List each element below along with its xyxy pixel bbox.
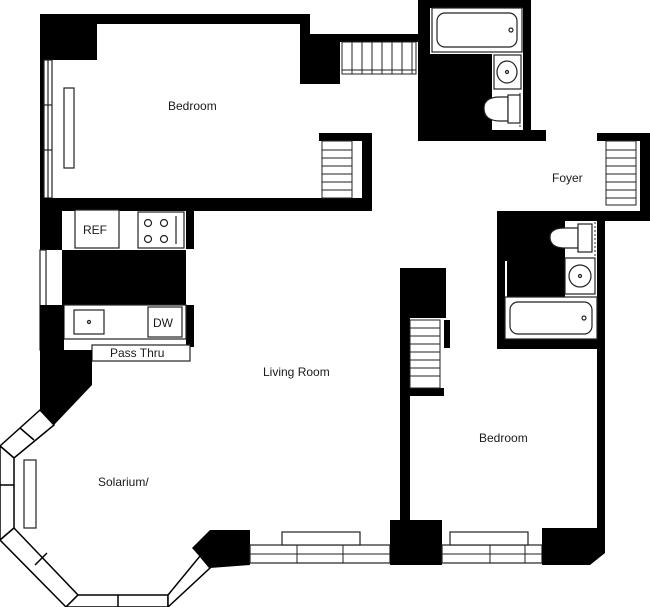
pass-thru-label: Pass Thru bbox=[110, 346, 164, 360]
room-label-right-bedroom: Bedroom bbox=[479, 431, 528, 445]
solarium-walls bbox=[0, 350, 250, 607]
right-bathroom bbox=[497, 211, 605, 553]
hall-closet-top bbox=[340, 34, 418, 75]
refrigerator-label: REF bbox=[83, 223, 107, 237]
room-label-living-room: Living Room bbox=[263, 365, 330, 379]
top-bedroom-walls bbox=[40, 14, 372, 211]
room-label-foyer: Foyer bbox=[552, 171, 583, 185]
bedroom-partition bbox=[400, 268, 450, 520]
top-bedroom-closet bbox=[321, 140, 353, 199]
room-label-top-bedroom: Bedroom bbox=[168, 99, 217, 113]
bottom-walls bbox=[249, 520, 605, 565]
top-bedroom-window bbox=[43, 59, 75, 199]
top-bathroom bbox=[418, 0, 546, 141]
foyer-closet bbox=[497, 133, 650, 221]
dishwasher-label: DW bbox=[153, 316, 174, 330]
kitchen bbox=[39, 198, 194, 362]
room-label-solarium: Solarium/ bbox=[98, 475, 149, 489]
